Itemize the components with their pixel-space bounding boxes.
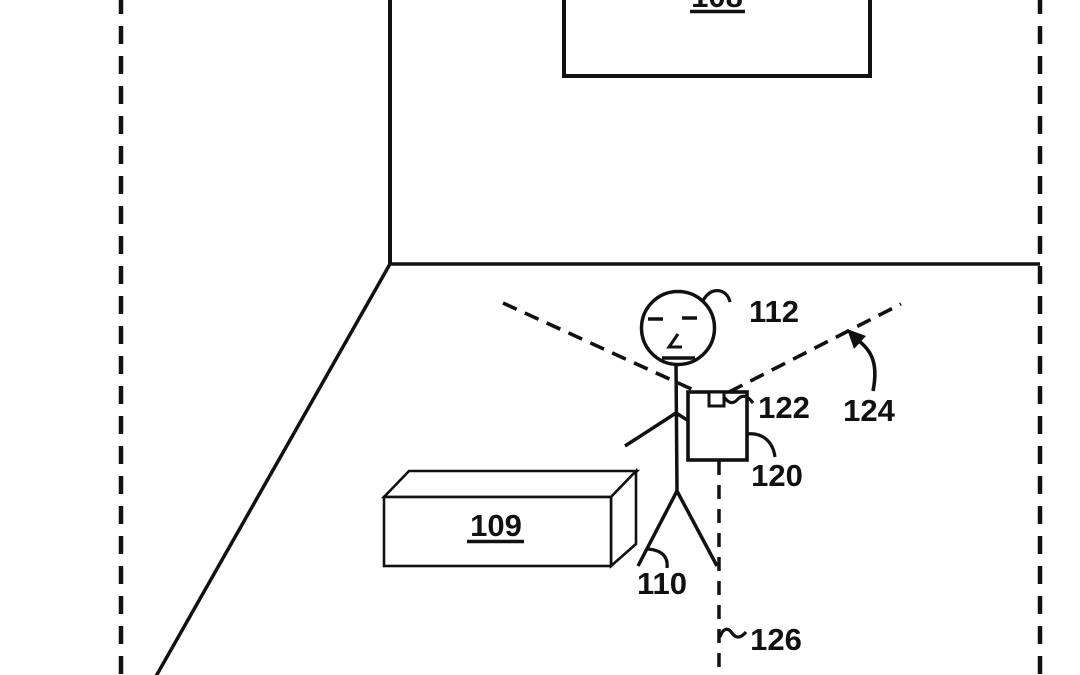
table-top-face — [384, 471, 637, 497]
reference-leader-line — [720, 629, 746, 637]
user-right-leg-line — [677, 491, 717, 566]
device-label: 120 — [751, 458, 803, 493]
head-label: 112 — [749, 294, 799, 329]
field-of-view-arrow — [847, 329, 875, 391]
device-leader-line — [746, 434, 775, 457]
display-108: 108 — [564, 0, 870, 76]
user-torso-line — [676, 361, 677, 491]
user-head-circle — [642, 292, 715, 365]
room-left-wall-floor-line — [155, 264, 390, 675]
user-label: 110 — [637, 566, 687, 601]
field-of-view-arrow-stem — [859, 341, 875, 391]
camera-label: 122 — [758, 390, 810, 425]
camera-outline — [709, 392, 724, 406]
reference-line-label: 126 — [750, 622, 802, 657]
user-left-leg-line — [638, 491, 677, 566]
user-left-arm-line — [625, 413, 676, 446]
table-109: 109 — [384, 471, 637, 566]
field-of-view-label: 124 — [843, 393, 895, 428]
table-label: 109 — [470, 508, 522, 543]
head-leader-line — [703, 291, 730, 302]
